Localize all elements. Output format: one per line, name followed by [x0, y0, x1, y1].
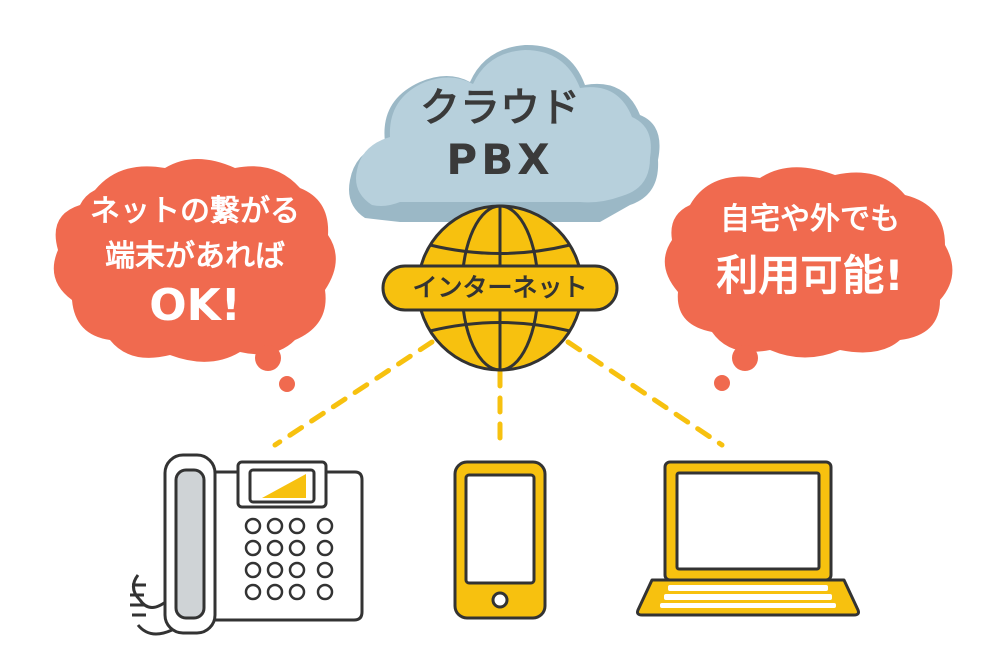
bubble-tail-large [732, 345, 758, 371]
smartphone-icon [453, 460, 547, 620]
line-to-laptop [565, 339, 725, 448]
phone-cord [130, 574, 173, 636]
cloud-title-line1: クラウド [420, 85, 580, 131]
internet-label-pill [381, 264, 619, 312]
bubble-tail-small [279, 376, 295, 392]
left-bubble-line1: ネットの繋がる [90, 194, 300, 229]
cloud-icon [349, 44, 660, 222]
left-bubble-line2: 端末があれば [105, 239, 285, 274]
right-bubble-line1: 自宅や外でも [720, 202, 900, 237]
bubble-tail-large [255, 345, 281, 371]
right-bubble-line2: 利用可能! [716, 251, 904, 300]
line-to-phone [272, 339, 435, 448]
internet-label: インターネット [412, 273, 588, 302]
right-speech-bubble [664, 167, 953, 391]
desk-phone-icon [130, 453, 364, 636]
keyboard [660, 585, 836, 608]
bubble-tail-small [714, 375, 730, 391]
left-speech-bubble [53, 159, 336, 392]
left-bubble-line3: OK! [149, 280, 241, 331]
connection-lines [272, 339, 725, 451]
laptop-icon [636, 460, 860, 617]
cloud-title-line2: PBX [446, 135, 554, 184]
